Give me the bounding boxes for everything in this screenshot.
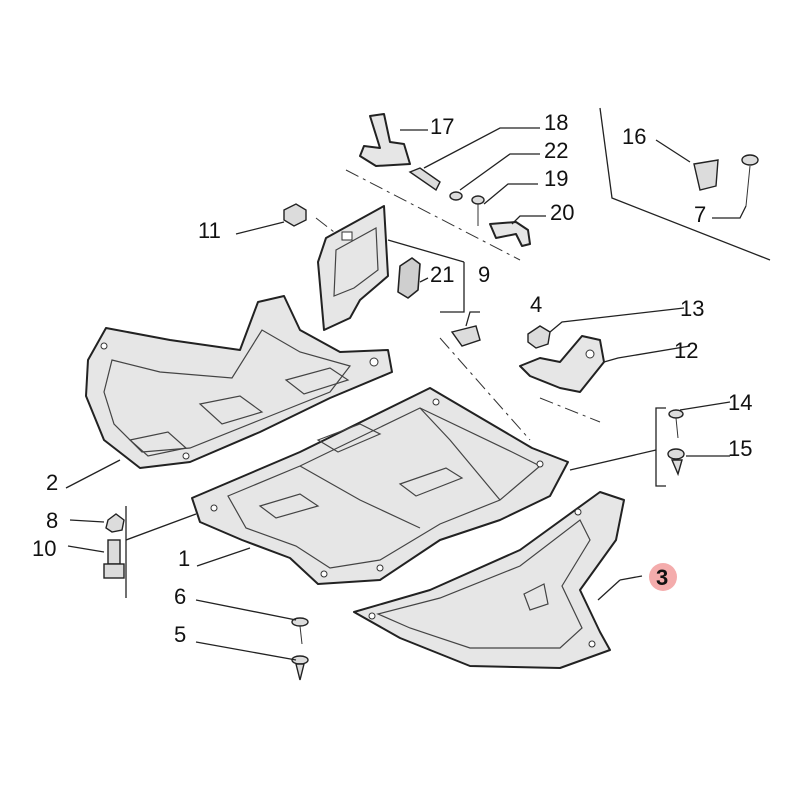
- callout-3: 3: [656, 565, 668, 590]
- callout-16: 16: [622, 124, 646, 149]
- part-15-push-clip: [667, 448, 685, 477]
- callout-22: 22: [544, 138, 568, 163]
- callout-18: 18: [544, 110, 568, 135]
- callout-7: 7: [694, 202, 706, 227]
- callout-2: 2: [46, 470, 58, 495]
- part-3-right-shield: [353, 491, 625, 669]
- part-1-center-panel: [191, 387, 569, 585]
- callout-9: 9: [478, 262, 490, 287]
- callout-20: 20: [550, 200, 574, 225]
- part-8-nut: [105, 513, 125, 533]
- part-16-insert-nut: [693, 159, 719, 191]
- part-12-bracket: [519, 335, 605, 393]
- part-7-screw: [741, 154, 759, 207]
- callout-4: 4: [530, 292, 542, 317]
- callout-8: 8: [46, 508, 58, 533]
- part-10-bolt: [103, 539, 125, 579]
- callout-14: 14: [728, 390, 752, 415]
- part-18-pin: [408, 167, 441, 192]
- kit-frame-line: [599, 107, 771, 261]
- callout-labels: 1 2 3 4 5 6 7 8 9 10 11 12 13 14 15 16 1…: [32, 110, 752, 647]
- part-19-screw: [471, 195, 485, 226]
- callout-15: 15: [728, 436, 752, 461]
- part-11-nut: [283, 203, 307, 227]
- part-4-clip: [450, 325, 481, 347]
- callout-6: 6: [174, 584, 186, 609]
- part-17-bracket: [359, 113, 411, 167]
- callout-10: 10: [32, 536, 56, 561]
- part-9-bracket: [317, 205, 389, 331]
- callout-13: 13: [680, 296, 704, 321]
- part-2-left-shield: [85, 295, 393, 469]
- callout-1: 1: [178, 546, 190, 571]
- part-21-clip: [397, 257, 421, 299]
- callout-19: 19: [544, 166, 568, 191]
- part-20-bracket: [489, 221, 531, 247]
- callout-17: 17: [430, 114, 454, 139]
- part-13-nut: [527, 325, 551, 349]
- callout-5: 5: [174, 622, 186, 647]
- callout-12: 12: [674, 338, 698, 363]
- part-14-screw: [668, 409, 684, 439]
- part-22-washer: [449, 191, 463, 201]
- callout-11: 11: [198, 218, 221, 243]
- guide-lines: [315, 169, 601, 441]
- callout-21: 21: [430, 262, 454, 287]
- part-5-push-clip: [291, 655, 309, 681]
- highlight-halo: [649, 563, 677, 591]
- leader-lines: [65, 127, 747, 661]
- part-6-screw: [291, 617, 309, 645]
